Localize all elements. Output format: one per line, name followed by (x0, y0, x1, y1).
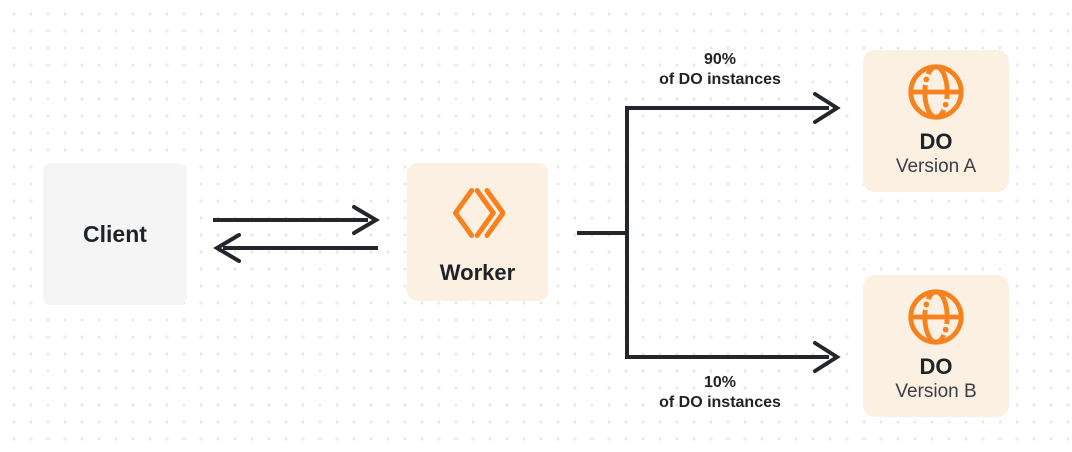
globe-icon (908, 289, 964, 345)
do-version-b-node: DO Version B (863, 275, 1009, 417)
branch-b-label: 10% of DO instances (600, 373, 840, 413)
branch-a-percent: 90% (703, 51, 737, 68)
branch-b-percent: 10% (703, 374, 737, 391)
arrowhead-branch-a-icon (813, 92, 841, 124)
branch-trunk (625, 106, 829, 359)
do-version-a-node: DO Version A (863, 50, 1009, 192)
branch-a-label: 90% of DO instances (600, 50, 840, 90)
worker-node: Worker (407, 163, 548, 301)
arrowhead-left-icon (213, 233, 241, 263)
do-b-title: DO (919, 354, 953, 379)
globe-icon (908, 64, 964, 120)
arrowhead-branch-b-icon (813, 341, 841, 373)
client-node: Client (43, 163, 187, 305)
do-b-subtitle: Version B (895, 381, 977, 402)
do-a-title: DO (919, 129, 953, 154)
branch-a-caption: of DO instances (659, 71, 781, 88)
client-label: Client (83, 220, 147, 247)
worker-label: Worker (439, 260, 516, 285)
branch-b-caption: of DO instances (659, 394, 781, 411)
do-a-subtitle: Version A (895, 156, 977, 177)
workers-logo-icon (452, 188, 505, 238)
arrowhead-right-icon (352, 205, 380, 235)
